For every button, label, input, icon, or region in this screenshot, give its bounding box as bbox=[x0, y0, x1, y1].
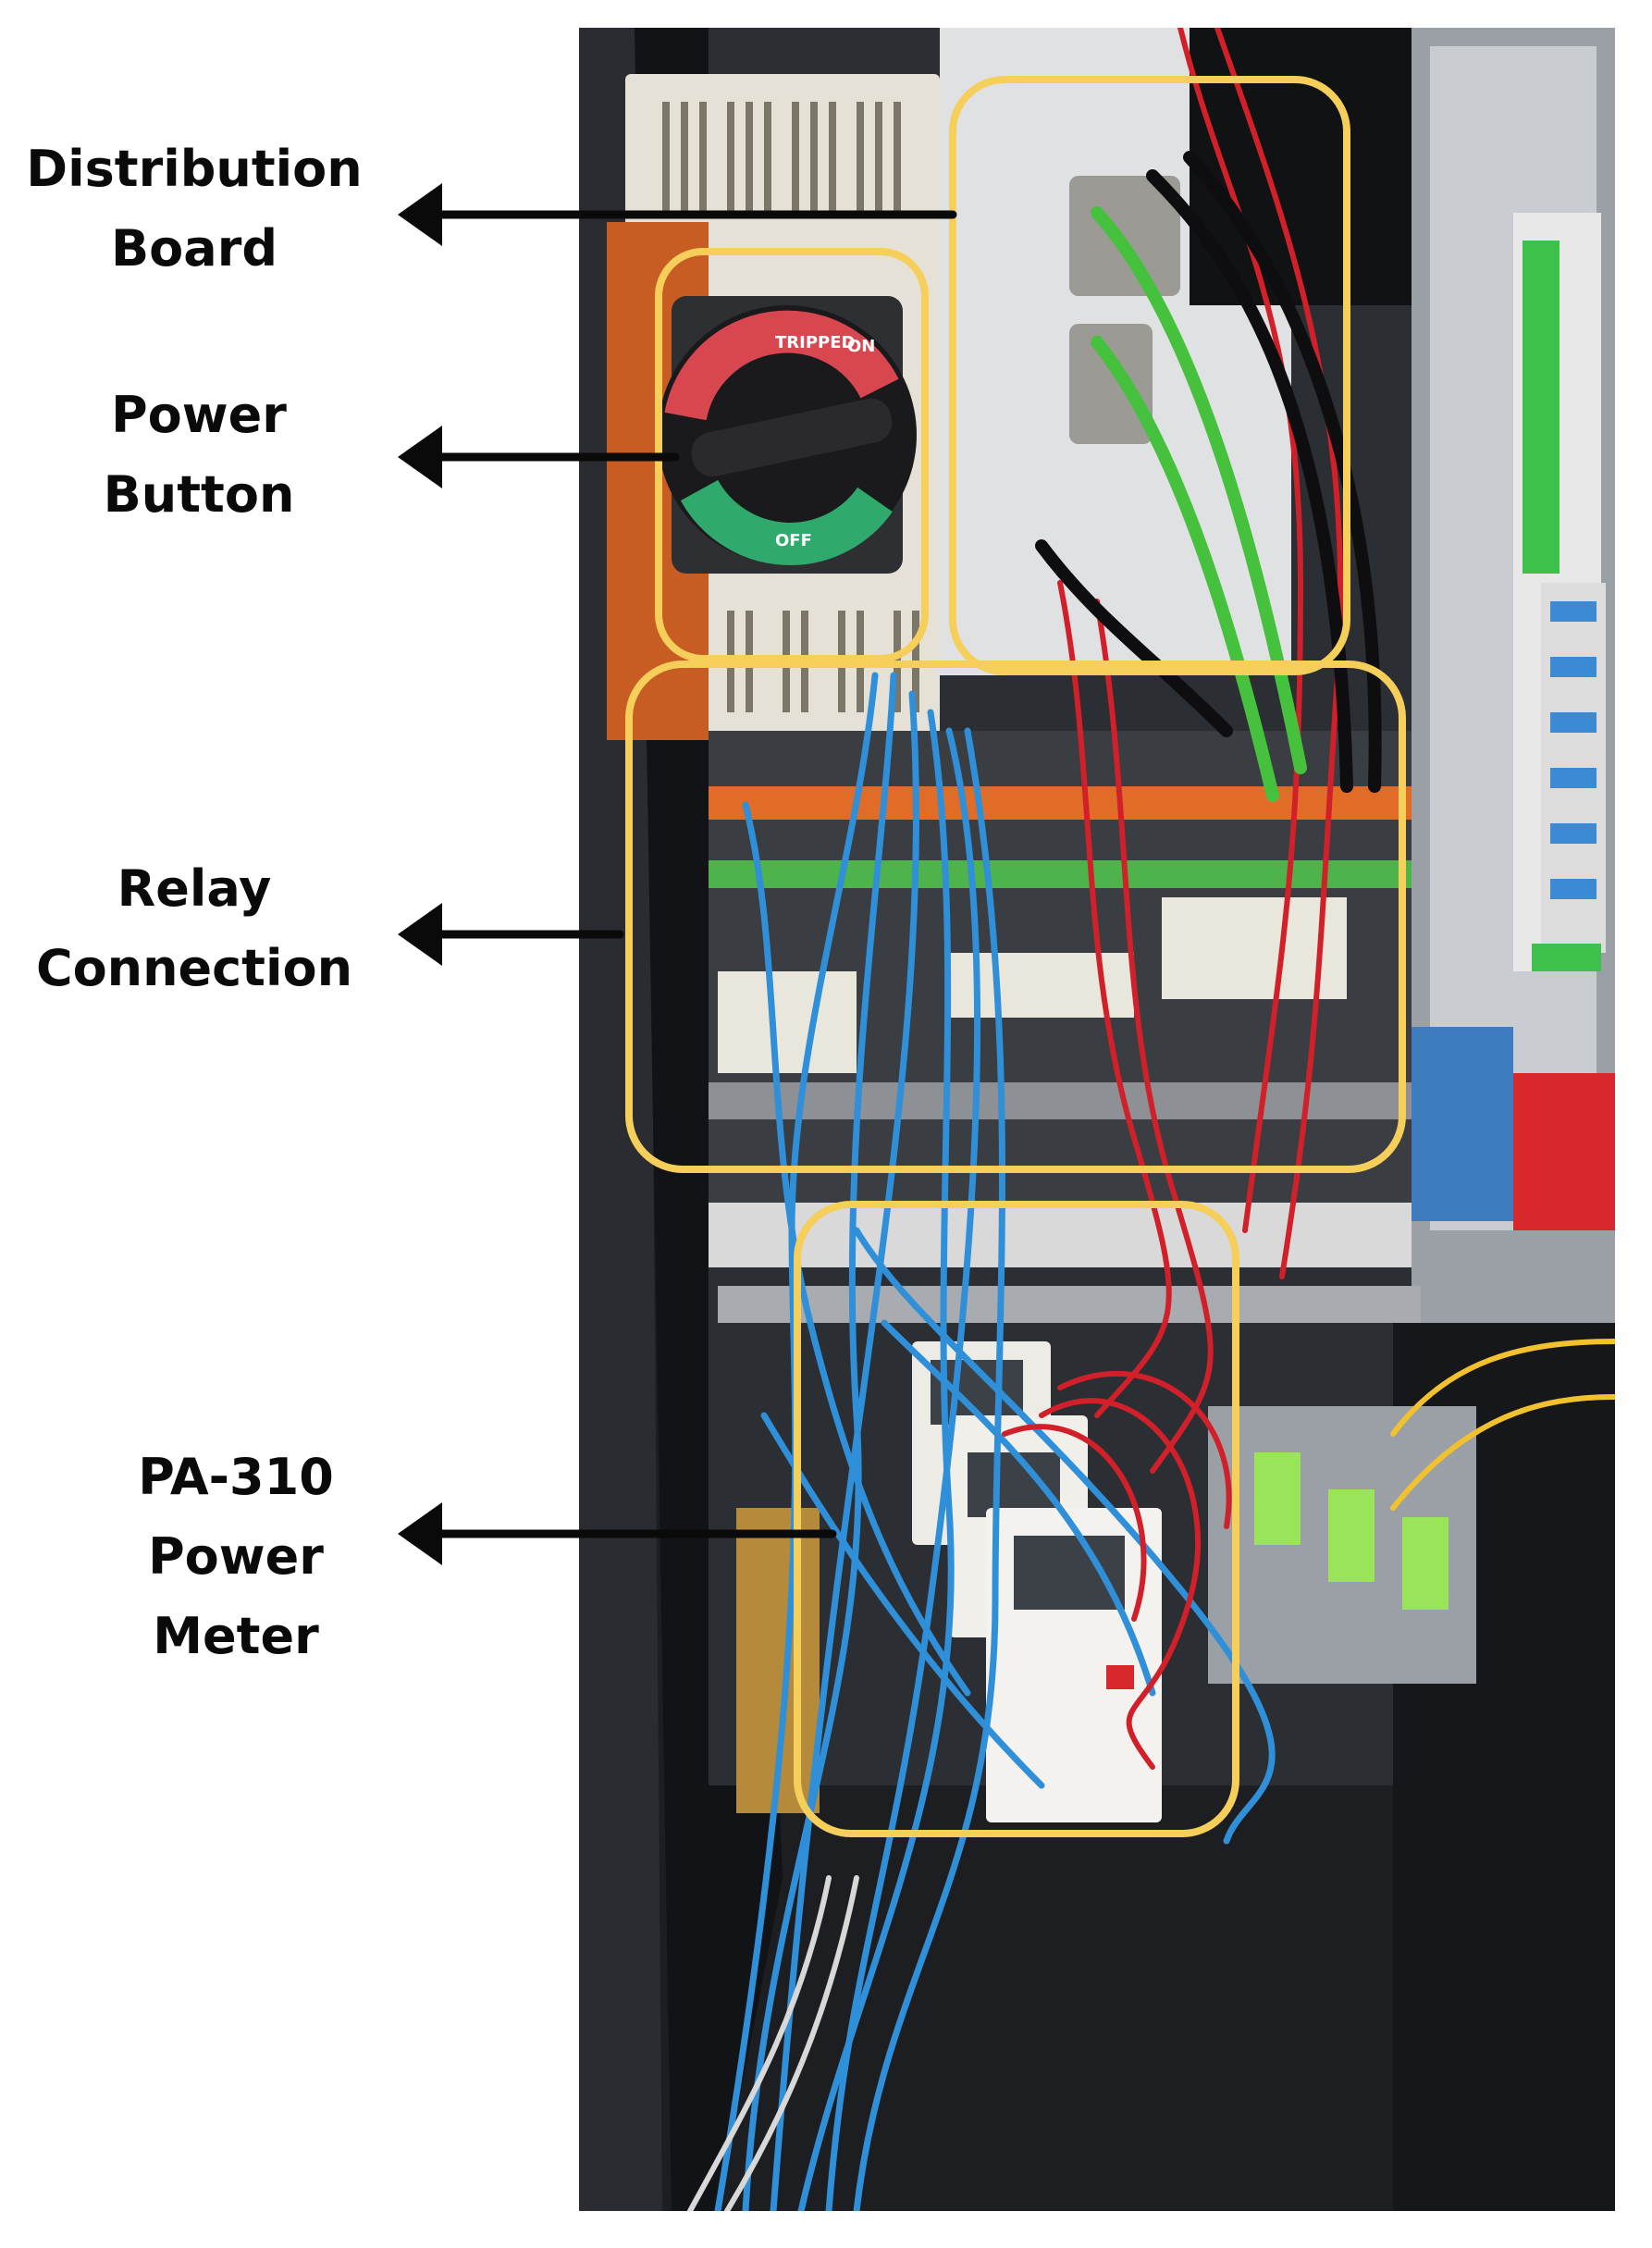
wiring bbox=[687, 28, 1615, 2211]
main-switch-housing: TRIPPED ON OFF bbox=[607, 74, 940, 740]
switch-text-tripped: TRIPPED bbox=[775, 333, 855, 352]
cabinet-illustration: TRIPPED ON OFF bbox=[579, 28, 1615, 2211]
switch-text-on: ON bbox=[847, 337, 875, 356]
switch-text-off: OFF bbox=[775, 531, 812, 550]
cabinet-photo: TRIPPED ON OFF bbox=[579, 28, 1615, 2211]
label-relay-connection: Relay Connection bbox=[35, 859, 353, 997]
highlight-distribution-board bbox=[949, 76, 1350, 675]
highlight-boxes bbox=[625, 76, 1406, 1837]
highlight-relay-connection bbox=[625, 661, 1406, 1173]
label-pa310-power-meter: PA-310 Power Meter bbox=[138, 1448, 334, 1665]
highlight-power-meter bbox=[794, 1201, 1239, 1837]
label-power-button: Power Button bbox=[103, 386, 295, 524]
label-distribution-board: Distribution Board bbox=[26, 140, 363, 278]
